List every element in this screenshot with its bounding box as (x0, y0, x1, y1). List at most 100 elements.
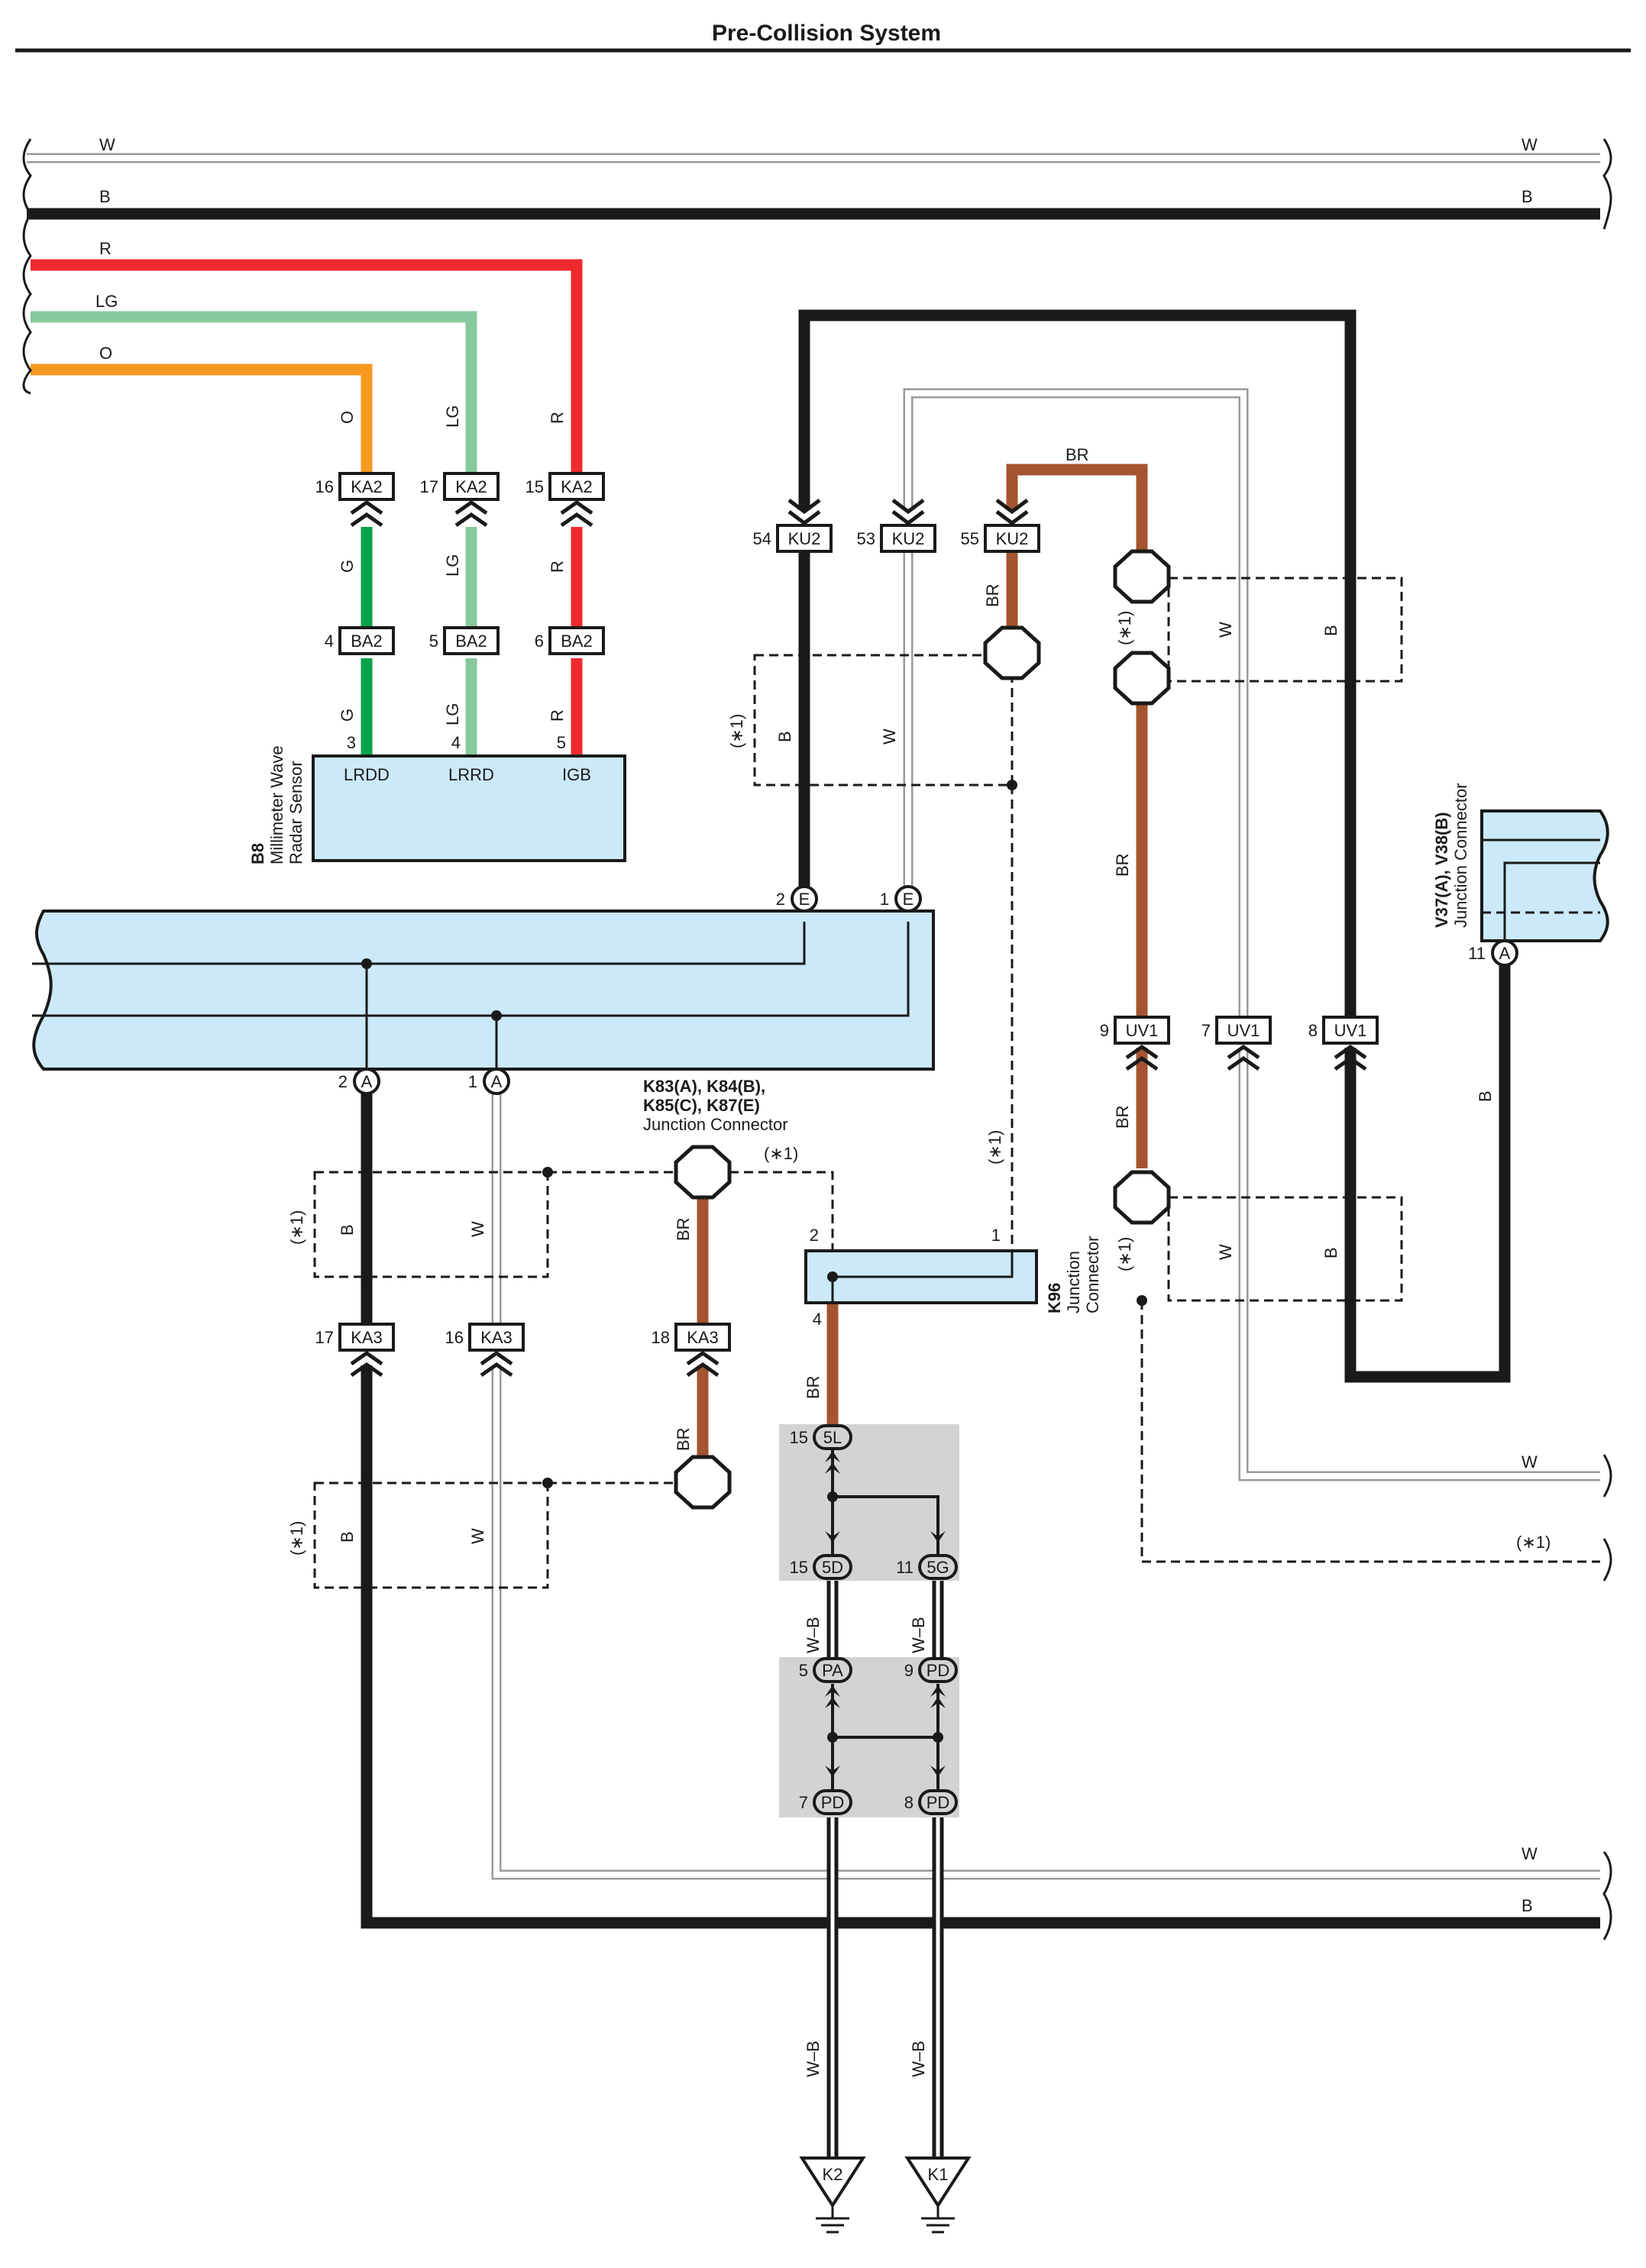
note-label: (∗1) (764, 1144, 798, 1163)
junction-k96-pin: 4 (813, 1310, 822, 1329)
wire-label-b: B (1321, 625, 1340, 636)
wire-label-wb: W–B (804, 1617, 823, 1653)
svg-text:8: 8 (904, 1793, 914, 1812)
junction-k96-pin: 2 (810, 1226, 819, 1245)
wire-label-wb: W–B (804, 2040, 823, 2077)
ecu-block: E 2 E 1 A 2 A 1 (32, 885, 935, 1095)
svg-text:KU2: KU2 (892, 529, 925, 548)
svg-text:A: A (1499, 944, 1511, 963)
wire-label-br: BR (674, 1217, 693, 1241)
svg-text:UV1: UV1 (1334, 1021, 1367, 1040)
splice-5d: 5D 15 (790, 1554, 852, 1580)
svg-text:BA2: BA2 (561, 632, 593, 651)
junction-k96-label: Junction (1064, 1251, 1083, 1313)
connector-ka2-17: KA2 17 (420, 472, 500, 528)
svg-text:55: 55 (961, 529, 979, 548)
connectors: KA2 16 KA2 17 KA2 15 BA2 4 (315, 472, 1379, 1378)
ground-k2: K2 (799, 2157, 866, 2234)
svg-text:15: 15 (790, 1558, 808, 1577)
wire-label-g: G (338, 560, 357, 573)
svg-text:PD: PD (926, 1661, 950, 1680)
ground-label: K2 (823, 2165, 843, 2184)
sensor-pin-num: 3 (347, 733, 356, 752)
ecu-body (32, 909, 935, 1071)
note-label: (∗1) (1115, 611, 1134, 645)
svg-text:KA3: KA3 (351, 1328, 383, 1347)
svg-text:5L: 5L (823, 1428, 842, 1447)
wire-label-lg: LG (443, 554, 462, 577)
wire-label-g: G (338, 709, 357, 722)
wire-label-br: BR (804, 1375, 823, 1399)
connector-ba2-5: BA2 5 (429, 626, 500, 655)
splice-pd-8: PD 8 (904, 1789, 958, 1815)
svg-text:Junction Connector: Junction Connector (643, 1115, 788, 1134)
wire-b-loop-top (798, 309, 1357, 1017)
svg-text:A: A (491, 1072, 503, 1091)
connector-ka2-15: KA2 15 (525, 472, 605, 528)
wire-label-o: O (99, 344, 112, 363)
wire-label-b: B (338, 1531, 357, 1543)
connector-ka3-16: KA3 16 (445, 1323, 525, 1378)
radar-sensor-body (312, 754, 626, 862)
junction-right-1 (1113, 549, 1171, 604)
svg-text:K85(C), K87(E): K85(C), K87(E) (643, 1096, 760, 1115)
wire-label-w: W (468, 1528, 487, 1544)
svg-text:BA2: BA2 (455, 632, 487, 651)
svg-text:6: 6 (535, 632, 544, 651)
note-label: (∗1) (985, 1130, 1004, 1165)
wire-label-br: BR (1113, 1105, 1132, 1129)
wire-label-w: W (1216, 1244, 1235, 1260)
svg-text:54: 54 (753, 529, 771, 548)
splice-pd-7: PD 7 (799, 1789, 852, 1815)
wire-b-bottom (361, 1365, 1600, 1929)
svg-text:9: 9 (904, 1661, 914, 1680)
svg-text:15: 15 (790, 1428, 808, 1447)
wire-label-w: W (1521, 135, 1538, 154)
svg-text:11: 11 (1468, 944, 1486, 963)
terminal-a1: A 1 (468, 1068, 510, 1095)
svg-text:KU2: KU2 (996, 529, 1029, 548)
note-label: (∗1) (1516, 1533, 1551, 1552)
svg-text:A: A (361, 1072, 373, 1091)
sensor-pin-name: LRDD (344, 765, 390, 784)
junction-v37-label: Junction Connector (1451, 783, 1470, 928)
sensor-pin-num: 4 (451, 733, 461, 752)
wire-labels: W W B B R LG O O LG R G LG R G LG R BR B… (95, 135, 1538, 2077)
wire-label-lg: LG (443, 405, 462, 428)
wire-label-w: W (468, 1221, 487, 1237)
connector-ka3-17: KA3 17 (315, 1323, 395, 1378)
connector-ka2-16: KA2 16 (315, 472, 395, 528)
wire-label-br: BR (983, 583, 1002, 607)
svg-text:17: 17 (420, 477, 438, 496)
sensor-name: Radar Sensor (286, 761, 306, 864)
junction-k83-label: K83(A), K84(B), K85(C), K87(E) Junction … (643, 1077, 788, 1134)
wire-label-lg: LG (443, 703, 462, 725)
shield-drain-right (1140, 1300, 1600, 1563)
svg-text:9: 9 (1100, 1021, 1109, 1040)
note-label: (∗1) (727, 714, 746, 748)
svg-text:4: 4 (325, 632, 334, 651)
wire-label-b: B (1521, 187, 1533, 206)
svg-text:KU2: KU2 (788, 529, 821, 548)
splice-pa: PA 5 (799, 1657, 852, 1683)
svg-text:16: 16 (315, 477, 334, 496)
junction-ku2-br (983, 625, 1041, 680)
wire-lg (31, 311, 477, 485)
shield-box-ka3-top (313, 1171, 549, 1278)
wire-label-wb: W–B (909, 2040, 928, 2077)
connector-ku2-54: KU2 54 (753, 499, 833, 553)
svg-text:15: 15 (525, 477, 544, 496)
junction-dots (542, 780, 1147, 1488)
wire-label-br: BR (1066, 445, 1089, 464)
connector-ku2-55: KU2 55 (961, 499, 1040, 553)
ecu-internal-line (32, 922, 910, 1017)
wire-label-r: R (548, 561, 567, 573)
svg-text:11: 11 (896, 1558, 914, 1577)
terminal-a2: A 2 (338, 1068, 380, 1095)
wire-r (31, 259, 583, 485)
terminal-e2: E 2 (776, 885, 818, 913)
svg-text:17: 17 (315, 1328, 334, 1347)
splice-5g: 5G 11 (896, 1554, 958, 1580)
junction-k96-code: K96 (1045, 1283, 1064, 1313)
wire-o (31, 363, 373, 485)
